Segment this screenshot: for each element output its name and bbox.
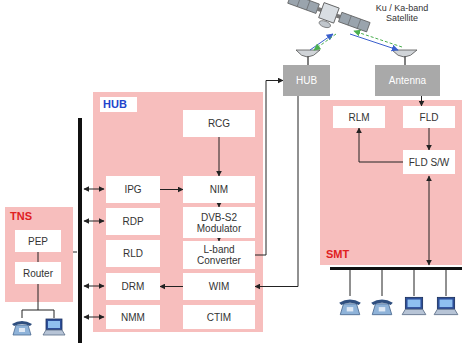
module-box: FLD [403, 106, 455, 128]
box-label: DRM [122, 281, 145, 292]
module-box: WIM [183, 273, 255, 300]
region-panel: HUB RCG IPG NIM RDP DVB-S2 ModulatorRLD L-band… [93, 92, 263, 332]
box-label: IPG [124, 184, 141, 195]
module-box: FLD S/W [403, 150, 455, 174]
module-box: PEP [15, 230, 61, 252]
module-box: RDP [106, 208, 160, 235]
connector-arrow [219, 238, 220, 241]
region-panel: SMT RLM FLD FLD S/W [320, 100, 462, 265]
box-label: RLM [348, 112, 369, 123]
box-label: RDP [122, 216, 143, 227]
connector-arrow [421, 96, 422, 106]
module-box: Router [15, 262, 61, 284]
box-label: RLD [123, 248, 143, 259]
module-box: DVB-S2 Modulator [183, 207, 255, 238]
module-box: CTIM [183, 305, 255, 329]
box-label: FLD S/W [409, 157, 450, 168]
module-box: NMM [106, 305, 160, 329]
region-label: TNS [10, 210, 32, 223]
box-label: Antenna [389, 75, 426, 86]
box-label: HUB [296, 75, 317, 86]
box-label: CTIM [207, 312, 231, 323]
module-box: RLD [106, 240, 160, 267]
region-panel: TNS PEP Router [5, 207, 73, 302]
connector-arrow [255, 81, 283, 256]
module-box: NIM [183, 176, 255, 203]
module-box: RCG [183, 110, 255, 137]
module-box: RLM [333, 106, 385, 128]
box-label: L-band Converter [186, 244, 252, 266]
box-label: WIM [209, 281, 230, 292]
connector-arrow [38, 252, 39, 262]
connector-arrow [160, 189, 183, 190]
box-label: Router [23, 268, 53, 279]
module-box: L-band Converter [183, 241, 255, 269]
region-label: SMT [326, 248, 349, 261]
connector-arrow [219, 137, 220, 176]
box-label: NMM [121, 312, 145, 323]
equipment-box: HUB [283, 65, 330, 96]
box-label: NIM [210, 184, 228, 195]
connector-arrow [219, 203, 220, 207]
connector-arrow [359, 128, 403, 162]
connector-arrow [255, 96, 298, 287]
box-label: RCG [208, 118, 230, 129]
box-label: DVB-S2 Modulator [186, 212, 252, 234]
connector-arrow [429, 128, 430, 150]
region-label: HUB [100, 97, 137, 112]
box-label: FLD [420, 112, 439, 123]
module-box: DRM [106, 273, 160, 300]
connector-arrow [160, 286, 183, 287]
satellite-label: Ku / Ka-band Satellite [360, 3, 444, 23]
box-label: PEP [28, 236, 48, 247]
module-box: IPG [106, 176, 160, 203]
equipment-box: Antenna [375, 65, 440, 96]
